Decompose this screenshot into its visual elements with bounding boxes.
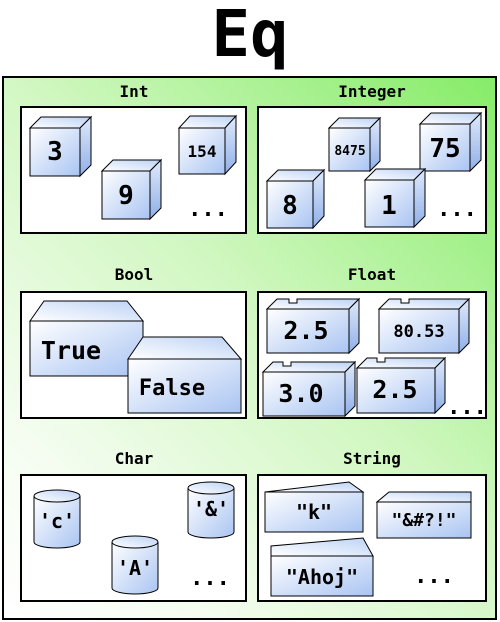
integer-value-1: 1 [381, 191, 397, 221]
integer-cube-8475: 8475 [327, 116, 382, 173]
char-cylinder-c: 'c' [33, 489, 81, 549]
int-value-154: 154 [188, 142, 217, 161]
string-label: String [343, 449, 401, 468]
string-card-k: "k" [264, 481, 365, 533]
integer-value-8: 8 [282, 191, 298, 221]
int-label: Int [119, 82, 149, 101]
bool-label: Bool [114, 265, 154, 284]
char-value-a: 'A' [117, 556, 153, 580]
int-panel: 3 9 154 ... [20, 106, 247, 234]
bool-value-true: True [41, 336, 101, 365]
float-value-80-53: 80.53 [393, 322, 444, 342]
float-ellipsis: ... [447, 395, 485, 417]
string-value-ahoj: "Ahoj" [286, 565, 358, 589]
float-box-3-0: 3.0 [261, 360, 357, 417]
int-cube-154: 154 [177, 114, 238, 176]
float-box-2-5-a: 2.5 [265, 297, 361, 355]
string-card-ahoj: "Ahoj" [270, 537, 374, 597]
bool-prism-true: True [29, 300, 145, 377]
integer-label: Integer [338, 82, 406, 101]
char-ellipsis: ... [190, 566, 230, 591]
page-title: Eq [211, 0, 289, 72]
integer-value-8475: 8475 [334, 144, 365, 159]
int-cube-9: 9 [100, 158, 163, 221]
char-cylinder-amp: '&' [187, 481, 235, 539]
eq-class-frame: Int 3 9 154 ... Integer [2, 76, 497, 620]
float-value-2-5-b: 2.5 [372, 375, 417, 404]
float-value-3-0: 3.0 [278, 379, 323, 408]
float-value-2-5-a: 2.5 [283, 316, 328, 345]
integer-cube-75: 75 [418, 111, 483, 173]
integer-cube-1: 1 [363, 167, 427, 229]
int-value-9: 9 [118, 181, 134, 211]
string-value-k: "k" [296, 500, 332, 524]
string-ellipsis: ... [414, 564, 454, 589]
char-value-c: 'c' [39, 509, 75, 533]
char-value-amp: '&' [193, 497, 229, 521]
float-box-2-5-b: 2.5 [355, 356, 447, 415]
integer-cube-8: 8 [265, 168, 326, 230]
bool-prism-false: False [127, 336, 243, 414]
int-value-3: 3 [47, 137, 63, 167]
string-card-symbols: "&#?!" [375, 491, 472, 539]
string-panel: "k" "&#?!" "Ahoj" ... [257, 474, 487, 602]
int-ellipsis: ... [188, 197, 228, 222]
float-label: Float [347, 265, 397, 284]
int-cube-3: 3 [28, 115, 93, 178]
char-cylinder-a: 'A' [111, 535, 159, 595]
char-label: Char [114, 449, 154, 468]
bool-panel: True False [20, 291, 247, 419]
float-panel: 2.5 80.53 3.0 2.5 ... [257, 291, 487, 419]
float-box-80-53: 80.53 [377, 297, 471, 355]
bool-value-false: False [139, 376, 205, 401]
string-value-symbols: "&#?!" [391, 510, 456, 531]
integer-ellipsis: ... [437, 197, 477, 222]
integer-value-75: 75 [429, 134, 460, 164]
char-panel: 'c' '&' 'A' ... [20, 474, 247, 602]
integer-panel: 8475 75 8 1 ... [257, 106, 487, 234]
